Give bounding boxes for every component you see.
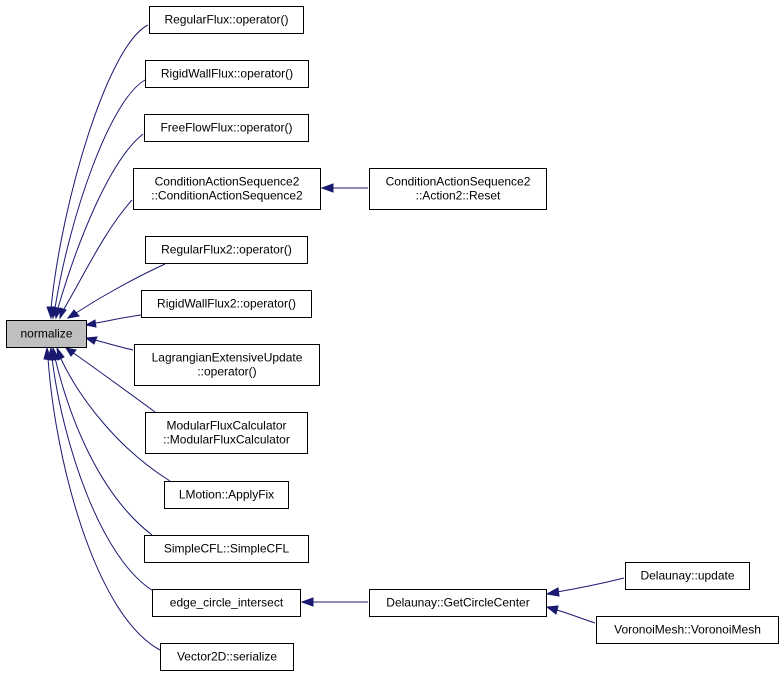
node-box xyxy=(596,616,779,644)
node-regularflux2[interactable]: RegularFlux2::operator() xyxy=(145,236,308,264)
node-label: SimpleCFL::SimpleCFL xyxy=(164,542,290,556)
node-label: RigidWallFlux::operator() xyxy=(161,67,293,81)
arrowhead-icon xyxy=(43,346,52,361)
node-freeflowflux[interactable]: FreeFlowFlux::operator() xyxy=(144,114,309,142)
node-label: VoronoiMesh::VoronoiMesh xyxy=(614,623,761,637)
node-voronoi[interactable]: VoronoiMesh::VoronoiMesh xyxy=(596,616,779,644)
edge-line xyxy=(59,356,171,482)
node-label: edge_circle_intersect xyxy=(170,596,284,610)
node-label: ::Action2::Reset xyxy=(416,189,501,203)
node-delupdate[interactable]: Delaunay::update xyxy=(625,562,750,590)
node-label: FreeFlowFlux::operator() xyxy=(160,121,292,135)
edge-cas2-to-normalize xyxy=(59,199,133,320)
edge-cas2reset-to-cas2 xyxy=(320,183,368,193)
edge-voronoi-to-getcircle xyxy=(545,605,596,624)
node-box xyxy=(164,481,289,509)
node-box xyxy=(149,6,304,34)
nodes-layer: normalize RegularFlux::operator()RigidWal… xyxy=(6,6,779,671)
node-label: ::ConditionActionSequence2 xyxy=(151,189,303,203)
edge-rigidwallflux-to-normalize xyxy=(50,79,146,320)
edge-line xyxy=(94,339,134,351)
arrowhead-icon xyxy=(320,183,334,193)
node-edgecircle[interactable]: edge_circle_intersect xyxy=(152,589,301,617)
arrowhead-icon xyxy=(66,309,80,319)
node-label: RigidWallFlux2::operator() xyxy=(157,297,296,311)
edge-line xyxy=(54,79,146,309)
arrowhead-icon xyxy=(53,306,62,320)
node-box xyxy=(144,535,309,563)
edge-delupdate-to-getcircle xyxy=(545,577,625,597)
edge-line xyxy=(75,263,166,314)
arrowhead-icon xyxy=(300,597,314,607)
node-label: ::operator() xyxy=(197,365,256,379)
arrowhead-icon xyxy=(84,319,97,328)
node-label: LMotion::ApplyFix xyxy=(179,488,274,502)
node-box xyxy=(144,114,309,142)
node-cas2reset[interactable]: ConditionActionSequence2::Action2::Reset xyxy=(369,168,547,210)
edge-getcircle-to-edgecircle xyxy=(300,597,368,607)
edge-line xyxy=(57,133,144,309)
edge-line xyxy=(50,24,149,309)
edge-rigidwallflux2-to-normalize xyxy=(84,314,142,328)
edge-line xyxy=(556,609,596,624)
edge-line xyxy=(51,357,156,593)
node-lagrangian[interactable]: LagrangianExtensiveUpdate::operator() xyxy=(134,344,320,386)
edges-layer xyxy=(43,24,625,651)
arrowhead-icon xyxy=(84,336,98,345)
node-box xyxy=(133,168,321,210)
node-getcircle[interactable]: Delaunay::GetCircleCenter xyxy=(369,589,547,617)
node-label: ::ModularFluxCalculator xyxy=(163,433,290,447)
node-serialize[interactable]: Vector2D::serialize xyxy=(160,643,294,671)
node-box xyxy=(145,412,308,454)
node-box xyxy=(141,290,312,318)
node-box xyxy=(145,236,308,264)
node-box xyxy=(152,589,301,617)
node-box xyxy=(369,589,547,617)
node-box xyxy=(160,643,294,671)
edge-freeflowflux-to-normalize xyxy=(53,133,144,320)
edge-lagrangian-to-normalize xyxy=(84,336,134,351)
edge-line xyxy=(63,199,133,310)
node-label: ConditionActionSequence2 xyxy=(386,175,531,189)
node-lmotion[interactable]: LMotion::ApplyFix xyxy=(164,481,289,509)
edge-line xyxy=(47,357,161,651)
arrowhead-icon xyxy=(59,307,67,320)
node-normalize: normalize xyxy=(6,320,87,348)
node-label: ModularFluxCalculator xyxy=(166,419,286,433)
edge-lmotion-to-normalize xyxy=(56,346,171,482)
arrowhead-icon xyxy=(545,605,559,615)
edge-line xyxy=(71,351,156,413)
node-regularflux[interactable]: RegularFlux::operator() xyxy=(149,6,304,34)
node-label: RegularFlux2::operator() xyxy=(161,243,292,257)
node-label: RegularFlux::operator() xyxy=(164,13,288,27)
node-rigidwallflux[interactable]: RigidWallFlux::operator() xyxy=(145,60,309,88)
node-box xyxy=(145,60,309,88)
node-box xyxy=(134,344,320,386)
node-box xyxy=(625,562,750,590)
edge-modflux-to-normalize xyxy=(64,347,156,413)
node-label: ConditionActionSequence2 xyxy=(155,175,300,189)
arrowhead-icon xyxy=(56,346,65,361)
node-label: Delaunay::GetCircleCenter xyxy=(386,596,529,610)
edge-regularflux2-to-normalize xyxy=(66,263,166,319)
node-box xyxy=(369,168,547,210)
edge-line xyxy=(556,577,625,593)
edge-regularflux-to-normalize xyxy=(46,24,149,320)
node-box xyxy=(6,320,87,348)
node-modflux[interactable]: ModularFluxCalculator::ModularFluxCalcul… xyxy=(145,412,308,454)
node-rigidwallflux2[interactable]: RigidWallFlux2::operator() xyxy=(141,290,312,318)
node-label: normalize xyxy=(20,327,72,341)
edge-line xyxy=(54,357,153,536)
node-cas2[interactable]: ConditionActionSequence2::ConditionActio… xyxy=(133,168,321,210)
node-label: Delaunay::update xyxy=(640,569,734,583)
edge-serialize-to-normalize xyxy=(43,346,161,651)
arrowhead-icon xyxy=(64,347,77,357)
node-label: Vector2D::serialize xyxy=(177,650,277,664)
node-simplecfl[interactable]: SimpleCFL::SimpleCFL xyxy=(144,535,309,563)
edge-line xyxy=(95,314,142,324)
arrowhead-icon xyxy=(545,587,560,597)
node-label: LagrangianExtensiveUpdate xyxy=(152,351,303,365)
